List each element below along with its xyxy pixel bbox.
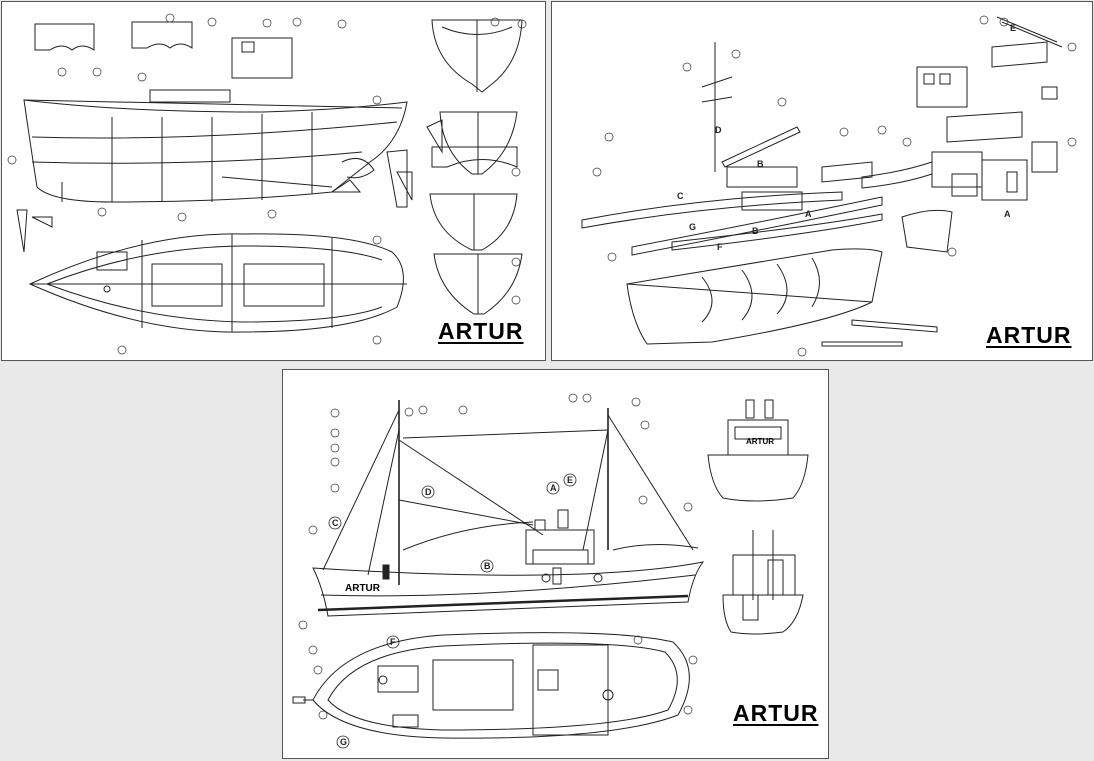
rigging-hull-profile [313,562,703,616]
rear-view-hull [723,595,803,634]
assembly-letter-g: G [689,222,696,232]
assembly-letter-labels: D B C A B F G E A [677,23,1016,252]
plan-sheet-rigging: D C A E B F G ARTUR ARTUR ARTUR [282,369,829,759]
assembly-letter-d: D [715,125,722,135]
rigging-drawing: D C A E B F G [283,370,829,759]
sheet-title: ARTUR [438,318,524,344]
template-piece-2 [132,22,192,48]
rigging-letter-g: G [340,737,347,747]
sheet-title: ARTUR [733,700,819,726]
exploded-assembly-drawing: D B C A B F G E A [552,2,1093,361]
section-frame-3 [432,147,517,167]
assembly-letter-f: F [717,242,723,252]
front-view-hull [708,455,808,501]
deck-strip-a [582,192,842,228]
plan-sheet-hull-lines: ARTUR [1,1,546,361]
section-frame-1 [432,20,522,92]
section-frame-2 [440,112,517,174]
template-piece-1 [35,24,94,50]
sheet-title: ARTUR [986,322,1072,348]
exploded-hull-frame [627,249,882,344]
section-frame-4 [430,194,517,250]
deck-strip-c [672,214,882,250]
assembly-letter-c: C [677,191,684,201]
assembly-letter-a-2: A [1004,209,1011,219]
assembly-letter-b-2: B [752,226,759,236]
deck-strip-b [632,197,882,255]
hull-name-lettering: ARTUR [345,583,380,594]
section-frame-5 [434,254,522,314]
rigging-letter-a: A [550,483,557,493]
deck-plan-outline [313,633,689,738]
hull-bottom-plan [30,234,403,332]
rigging-letter-labels: D C A E B F G [329,474,576,748]
rigging-letter-c: C [332,518,339,528]
hull-side-profile [24,100,407,202]
plan-sheet-exploded-assembly: D B C A B F G E A ARTUR [551,1,1093,361]
hull-name-lettering-front: ARTUR [746,437,774,446]
rigging-letter-e: E [567,475,573,485]
assembly-letter-e: E [1010,23,1016,33]
assembly-letter-b: B [757,159,764,169]
rigging-letter-d: D [425,487,432,497]
rigging-letter-b: B [484,561,491,571]
assembly-letter-a: A [805,209,812,219]
rigging-letter-f: F [390,637,396,647]
hull-lines-drawing [2,2,546,361]
wheelhouse-side [232,38,292,78]
